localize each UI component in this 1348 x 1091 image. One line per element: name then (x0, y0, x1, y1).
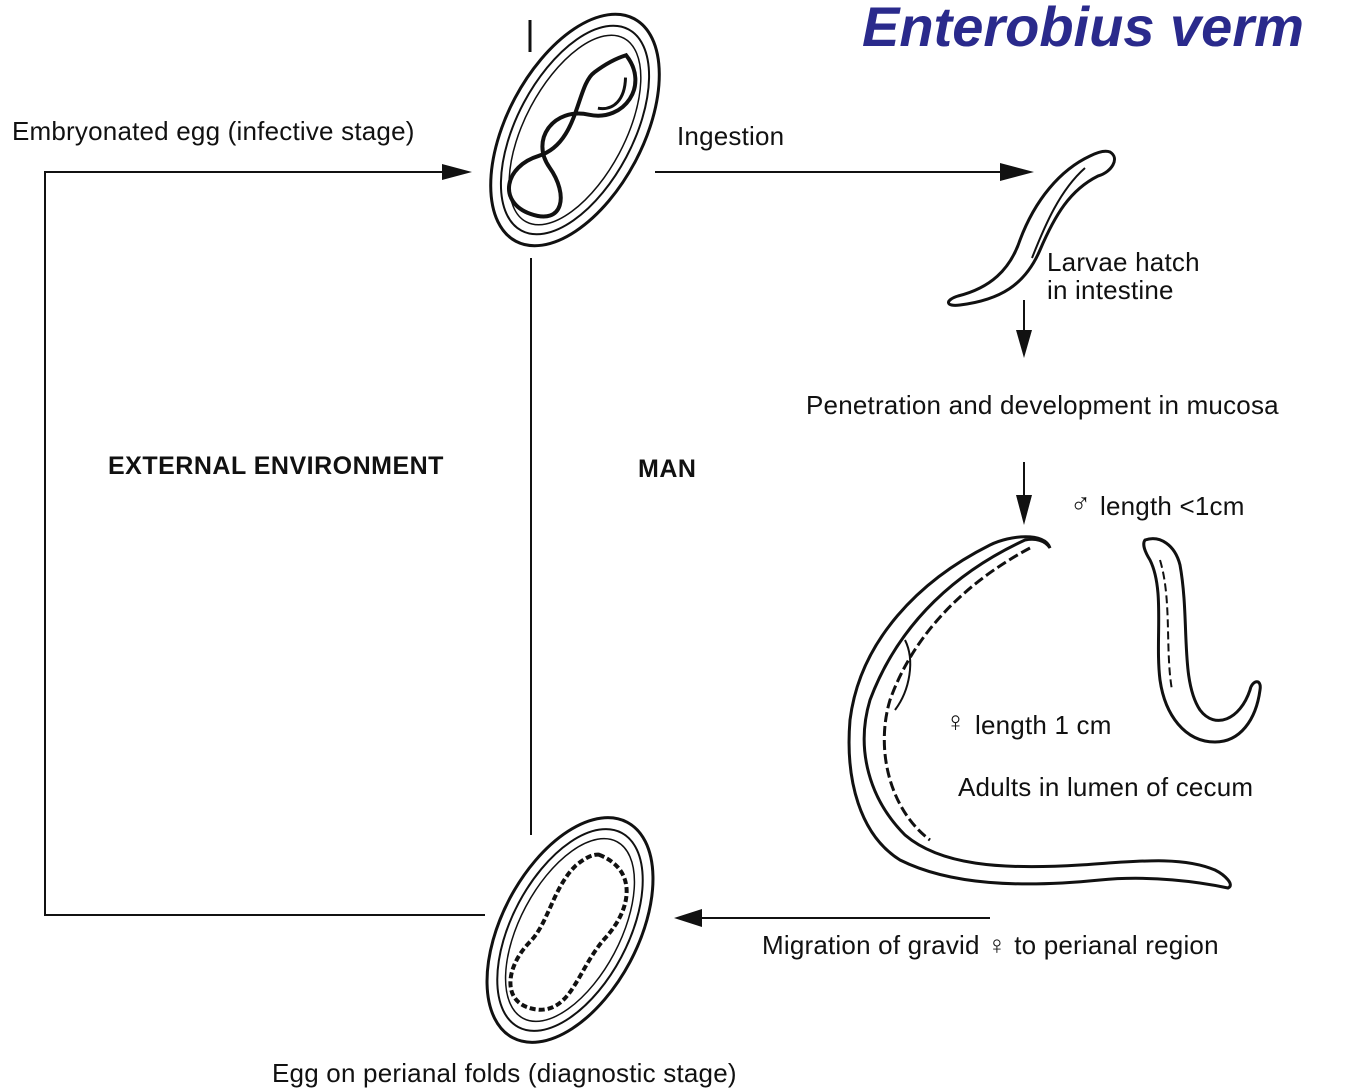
ingestion-arrowhead (1000, 163, 1034, 181)
diagram-title: Enterobius verm (862, 0, 1304, 58)
female-worm-icon (847, 535, 1232, 890)
down-arrow-2-head (1016, 495, 1032, 525)
larvae-hatch-label-line2: in intestine (1047, 275, 1174, 305)
female-symbol: ♀ (945, 706, 967, 737)
female-length-label: length 1 cm (975, 710, 1112, 740)
male-length-label: length <1cm (1100, 491, 1245, 521)
down-arrow-1-head (1016, 330, 1032, 358)
migration-label: Migration of gravid ♀ to perianal region (762, 930, 1219, 960)
external-environment-label: EXTERNAL ENVIRONMENT (108, 452, 444, 480)
migration-arrowhead (674, 909, 702, 927)
external-cycle-line (44, 171, 485, 916)
larva-icon (947, 149, 1116, 307)
man-label: MAN (638, 455, 697, 483)
penetration-label: Penetration and development in mucosa (806, 390, 1279, 420)
larvae-hatch-label-line1: Larvae hatch (1047, 247, 1200, 277)
perianal-egg-icon (485, 816, 655, 1044)
adults-label: Adults in lumen of cecum (958, 772, 1254, 802)
embryonated-egg-icon (489, 12, 661, 248)
ingestion-label: Ingestion (677, 121, 785, 151)
male-symbol: ♂ (1070, 488, 1092, 519)
embryonated-egg-label: Embryonated egg (infective stage) (12, 116, 415, 146)
arrow-to-egg (442, 164, 472, 180)
egg-perianal-label: Egg on perianal folds (diagnostic stage) (272, 1058, 737, 1088)
male-worm-icon (1142, 537, 1262, 744)
